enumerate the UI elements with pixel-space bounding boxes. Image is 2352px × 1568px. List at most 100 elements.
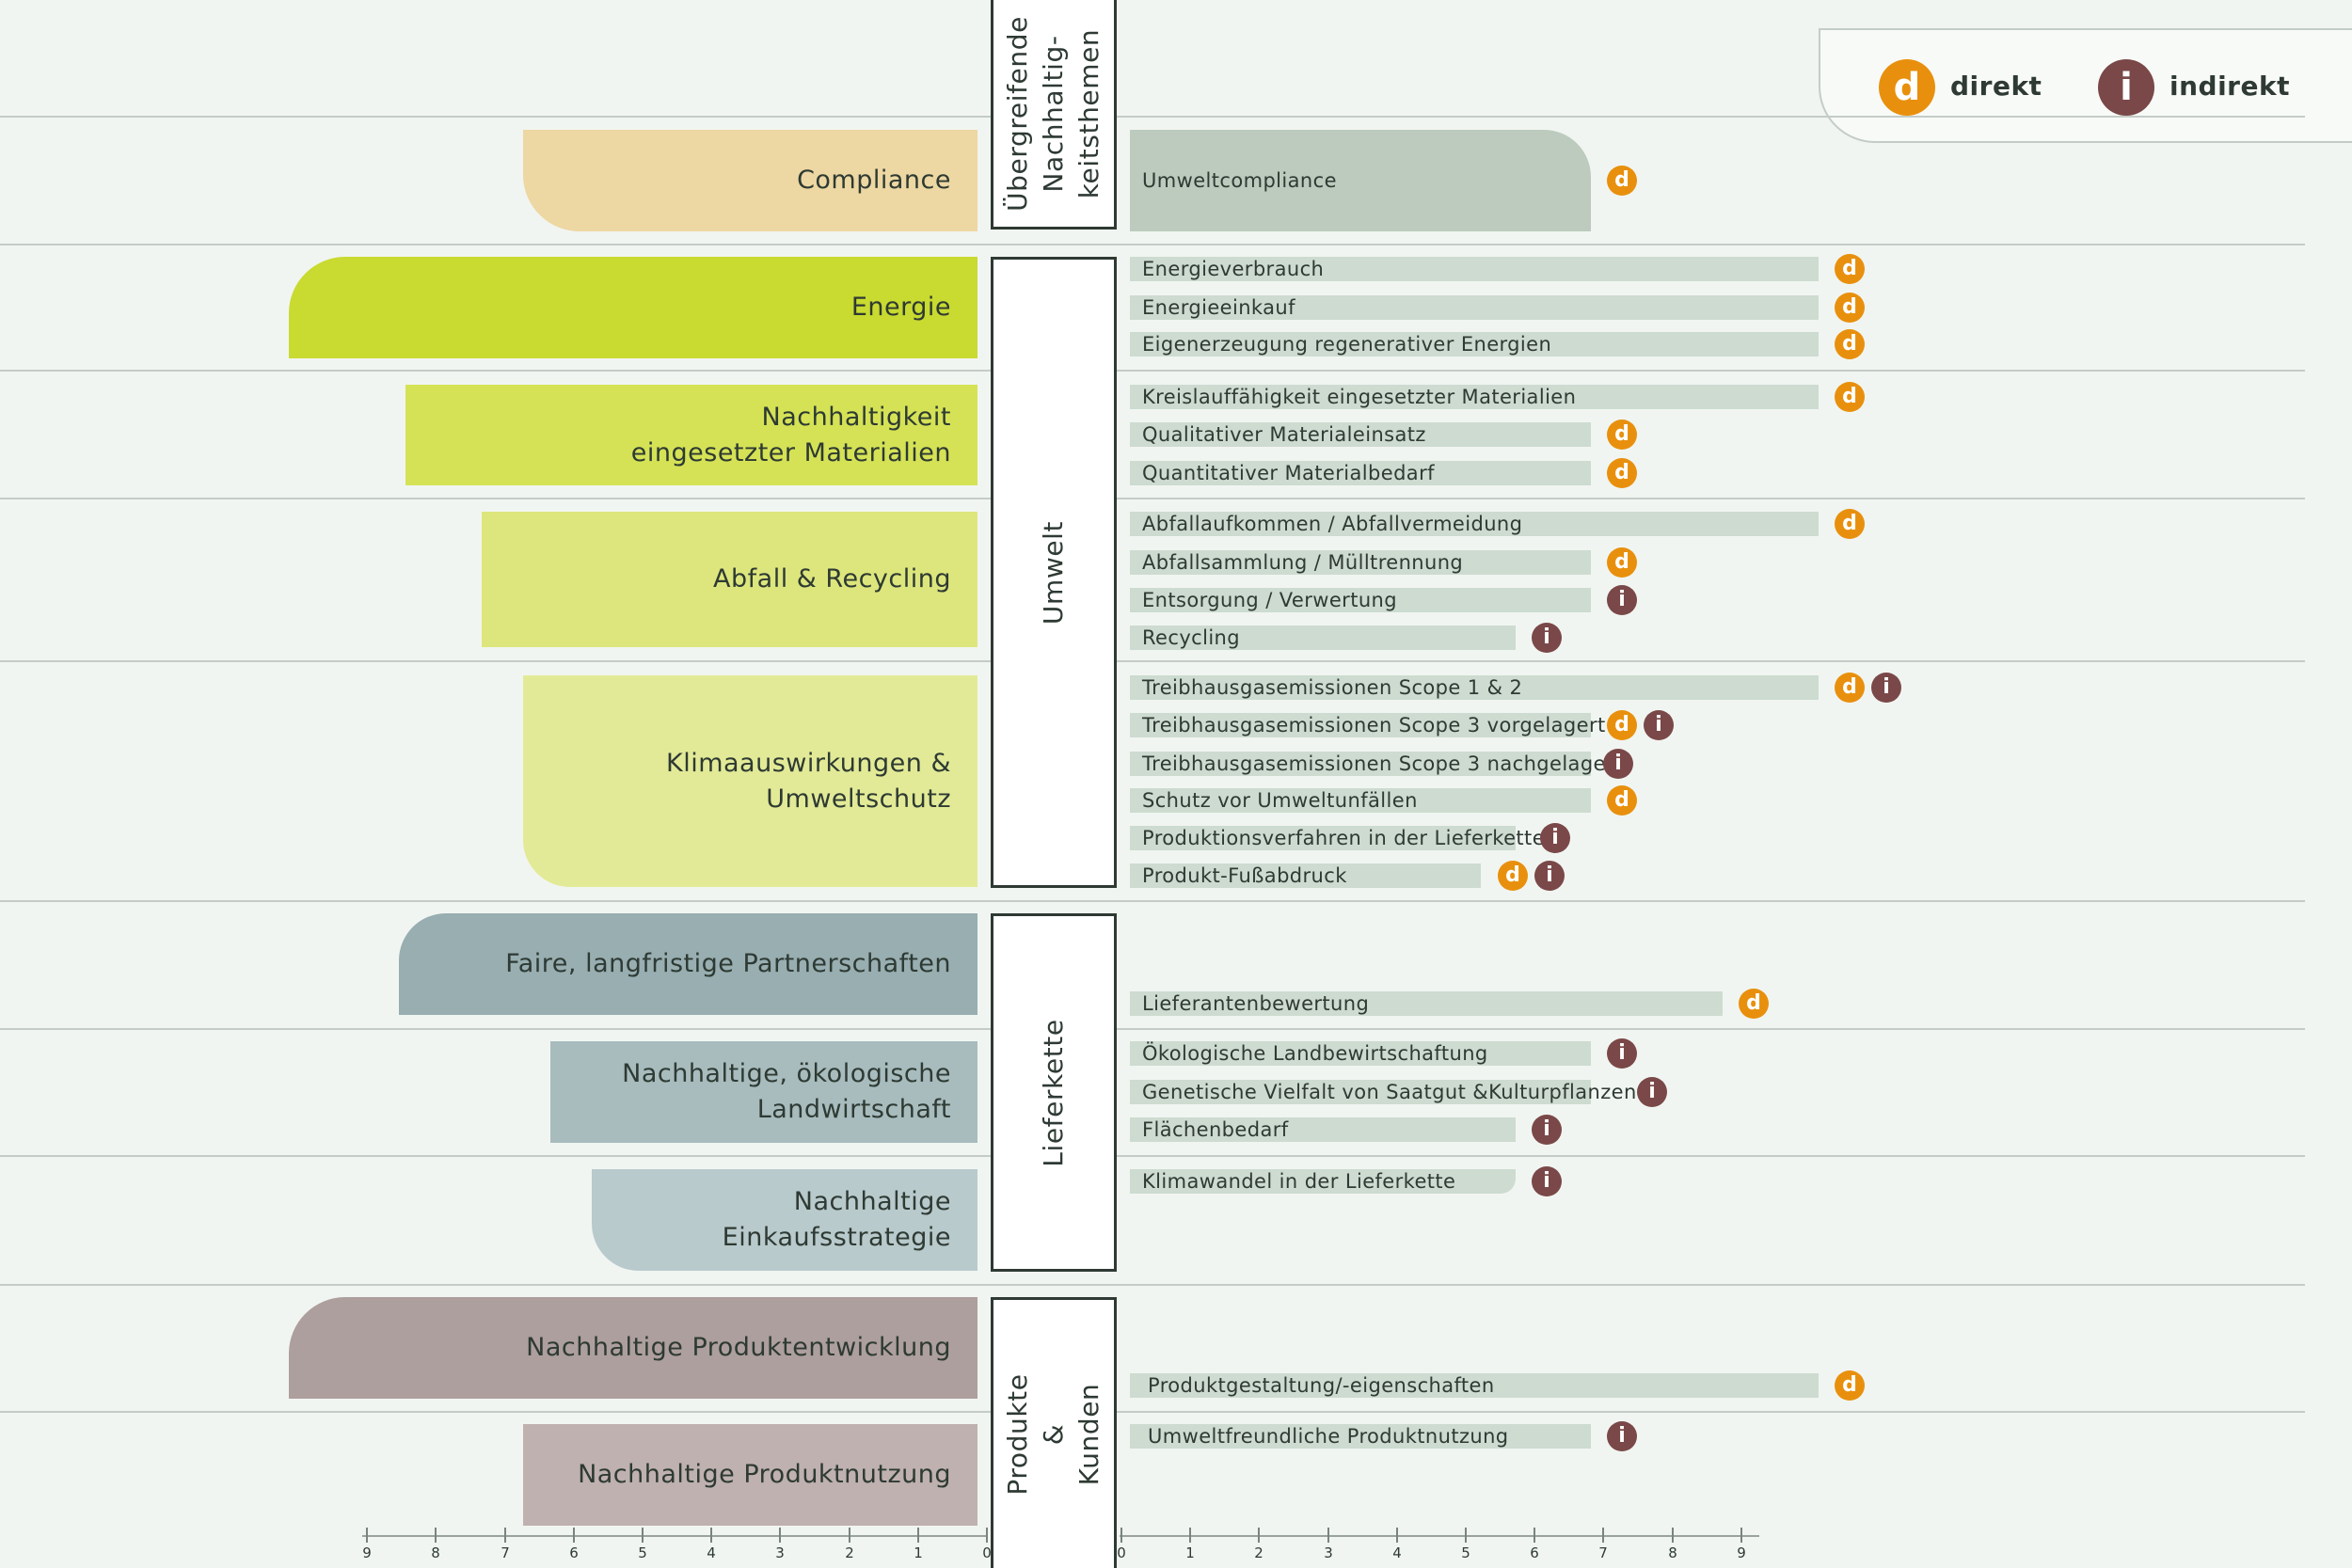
separator-line [0,116,2305,118]
axis-tick-label: 4 [1392,1544,1402,1561]
axis-line [1120,1535,1759,1537]
issue-label: Abfallsammlung / Mülltrennung [1142,551,1464,574]
direct-badge-icon: d [1607,785,1637,816]
axis-tick-label: 9 [1737,1544,1746,1561]
axis-tick-label: 3 [775,1544,785,1561]
separator-line [0,660,2305,662]
axis-tick-label: 5 [638,1544,647,1561]
issue-label: Treibhausgasemissionen Scope 3 vorgelage… [1142,714,1606,736]
direct-badge-icon: d [1607,547,1637,578]
direct-badge-icon: d [1607,458,1637,488]
issue-label: Produktgestaltung/-eigenschaften [1148,1374,1495,1397]
category-box: Übergreifende Nachhaltig- keitsthemen [991,0,1117,230]
separator-line [0,498,2305,499]
issue-bar [1130,1373,1819,1398]
axis-tick-label: 1 [914,1544,923,1561]
direct-badge-icon: d [1498,861,1528,891]
topic-label: Nachhaltige Einkaufsstrategie [722,1187,951,1252]
direct-badge-icon: d [1739,989,1769,1019]
axis-tick-label: 5 [1461,1544,1470,1561]
direct-badge-icon: d [1835,293,1865,323]
axis-tick [917,1528,919,1543]
issue-bar [1130,385,1819,409]
indirect-badge-icon: i [1532,1115,1562,1145]
axis-tick [779,1528,781,1543]
topic-bar: Nachhaltige Produktnutzung [523,1424,977,1526]
axis-tick-label: 7 [1598,1544,1608,1561]
issue-bar [1130,1041,1591,1066]
issue-label: Kreislauffähigkeit eingesetzter Material… [1142,386,1577,408]
issue-bar [1130,512,1819,536]
topic-label: Nachhaltige Produktnutzung [578,1460,951,1489]
topic-label: Compliance [797,166,951,195]
axis-tick [1465,1528,1467,1543]
axis-tick [504,1528,506,1543]
issue-bar [1130,1080,1591,1104]
category-label: Produkte & Kunden [1002,1372,1104,1496]
issue-bar [1130,550,1591,575]
axis-tick-label: 0 [982,1544,992,1561]
topic-label: Nachhaltige Produktentwicklung [526,1333,951,1362]
separator-line [0,1155,2305,1157]
topic-label: Klimaauswirkungen & Umweltschutz [666,748,951,814]
direct-badge-icon: d [1835,673,1865,703]
direct-badge-icon: d [1607,420,1637,450]
topic-label: Energie [850,293,951,322]
axis-tick [1327,1528,1329,1543]
topic-bar: Abfall & Recycling [482,512,977,647]
issue-bar [1130,461,1591,485]
legend: d direkt i indirekt [1819,28,2352,143]
separator-line [0,900,2305,902]
issue-bar [1130,626,1516,650]
topic-bar: Energie [289,257,977,358]
issue-label: Produktionsverfahren in der Lieferkette [1142,827,1546,849]
issue-bar [1130,752,1591,776]
topic-bar: Nachhaltige Produktentwicklung [289,1297,977,1399]
separator-line [0,1411,2305,1413]
axis-tick [1602,1528,1604,1543]
topic-bar: Faire, langfristige Partnerschaften [399,913,977,1015]
issue-label: Treibhausgasemissionen Scope 1 & 2 [1142,676,1523,699]
axis-tick [573,1528,575,1543]
axis-tick-label: 3 [1324,1544,1333,1561]
category-label: Übergreifende Nachhaltig- keitsthemen [1002,15,1104,212]
issue-label: Recycling [1142,626,1240,649]
issue-bar [1130,675,1819,700]
issue-label: Entsorgung / Verwertung [1142,589,1397,611]
axis-tick-label: 6 [1530,1544,1539,1561]
issue-bar [1130,332,1819,356]
issue-label: Schutz vor Umweltunfällen [1142,789,1418,812]
separator-line [0,1284,2305,1286]
issue-bar [1130,130,1591,231]
direct-badge-icon: d [1607,710,1637,740]
topic-bar: Compliance [523,130,977,231]
issue-bar [1130,863,1481,888]
issue-bar [1130,422,1591,447]
issue-bar [1130,257,1819,281]
axis-tick-label: 1 [1185,1544,1195,1561]
issue-label: Abfallaufkommen / Abfallvermeidung [1142,513,1523,535]
axis-tick-label: 0 [1117,1544,1126,1561]
topic-label: Nachhaltigkeit eingesetzter Materialien [630,402,951,467]
direct-badge-icon: d [1835,254,1865,284]
issue-label: Treibhausgasemissionen Scope 3 nachgelag… [1142,752,1623,775]
topic-bar: Nachhaltige Einkaufsstrategie [592,1169,977,1271]
issue-label: Qualitativer Materialeinsatz [1142,423,1426,446]
issue-label: Quantitativer Materialbedarf [1142,462,1435,484]
axis-tick [849,1528,850,1543]
axis-tick [1396,1528,1398,1543]
topic-bar: Nachhaltige, ökologische Landwirtschaft [550,1041,977,1143]
indirect-badge-icon: i [1603,749,1633,779]
indirect-badge-icon: i [1607,1421,1637,1451]
issue-bar [1130,788,1591,813]
issue-bar [1130,588,1591,612]
direct-badge-icon: d [1835,1370,1865,1401]
indirect-badge-icon: i [1532,623,1562,653]
axis-tick [1258,1528,1260,1543]
axis-tick-label: 2 [1254,1544,1263,1561]
issue-label: Klimawandel in der Lieferkette [1142,1170,1456,1193]
axis-tick-label: 4 [707,1544,716,1561]
direct-badge-icon: d [1835,382,1865,412]
issue-bar [1130,826,1516,850]
issue-label: Energieverbrauch [1142,258,1325,280]
